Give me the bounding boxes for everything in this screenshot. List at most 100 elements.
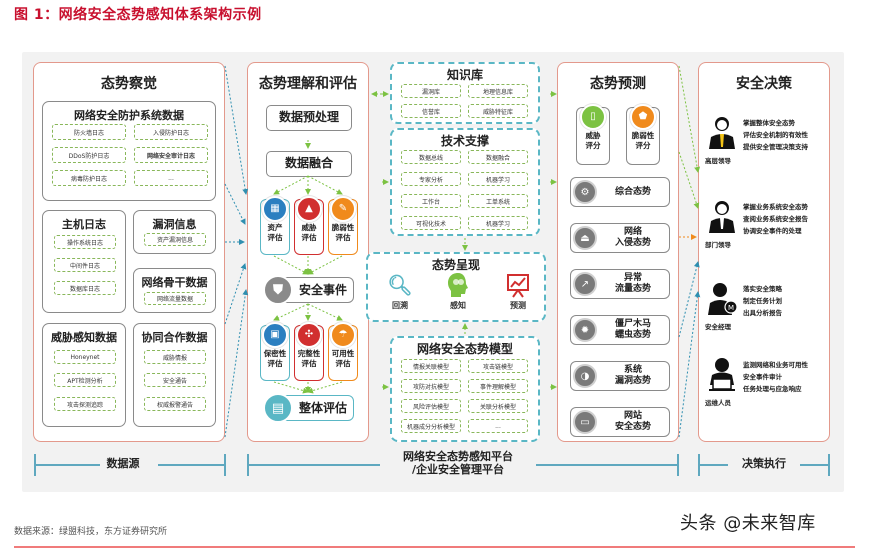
tag: 中间件日志 [54, 258, 116, 272]
role-senior-leader: 高层领导 掌握整体安全态势 评估安全机制的有效性 提供安全管理决策支持 [703, 115, 827, 195]
tag: 网络安全审计日志 [134, 147, 208, 163]
column-title: 态势预测 [590, 76, 646, 92]
label: 评分 [635, 141, 651, 150]
present-retrospect: 🔍︎ 回溯 [380, 272, 420, 311]
architecture-diagram: 态势察觉 网络安全防护系统数据 防火墙日志 入侵防护日志 DDoS防护日志 网络… [22, 52, 844, 492]
network-intrusion-situation: ⏏ 网络入侵态势 [570, 223, 670, 253]
tag: 攻击链模型 [468, 359, 528, 373]
label: 威胁 [585, 131, 601, 140]
role-department-leader: 部门领导 掌握业务系统安全态势 查阅业务系统安全报告 协调安全事件的处理 [703, 199, 827, 279]
tag: 安全通告 [144, 373, 206, 387]
group-title: 漏洞信息 [152, 218, 197, 231]
website-security-situation: ▭ 网站安全态势 [570, 407, 670, 437]
role-name: 部门领导 [705, 241, 731, 249]
availability-assessment: ☂ 可用性 评估 [328, 322, 358, 381]
tag: 信誉库 [401, 104, 461, 118]
tag: 地理信息库 [468, 84, 528, 98]
present-predict: 预测 [498, 272, 538, 311]
tag: 机器成分分析模型 [401, 419, 461, 433]
threat-assessment: ▲ 威胁 评估 [294, 196, 324, 255]
watermark: 头条 @未来智库 [680, 513, 816, 534]
present-perceive: 感知 [438, 272, 478, 311]
botnet-trojan-worm-situation: ✹ 僵尸木马蠕虫态势 [570, 315, 670, 345]
role-security-manager: M 安全经理 落实安全策略 制定任务计划 出具分析报告 [703, 281, 827, 361]
label: 脆弱性 [331, 223, 355, 232]
column-decision: 安全决策 高层领导 掌握整体安全态势 评估安全机制的有效性 提供安全管理决策支持… [698, 62, 830, 442]
section-title: 技术支撑 [440, 134, 489, 148]
tag: 威胁情报 [144, 350, 206, 364]
overall-chart-icon: ▤ [263, 393, 293, 423]
tag: 机器学习 [468, 216, 528, 230]
group-network-protection: 网络安全防护系统数据 防火墙日志 入侵防护日志 DDoS防护日志 网络安全审计日… [42, 101, 216, 201]
group-vulnerability-info: 漏洞信息 资产漏洞信息 [133, 210, 216, 254]
tag: 攻击探测追踪 [54, 397, 116, 411]
vulnerability-assessment: ✎ 脆弱性 评估 [328, 196, 358, 255]
fusion-box: 数据融合 [266, 151, 352, 177]
shield-icon: ⛊ [263, 275, 293, 305]
column-understanding: 态势理解和评估 数据预处理 数据融合 ▦ 资产 评估 ▲ 威胁 评估 ✎ 脆弱性… [247, 62, 369, 442]
umbrella-icon: ☂ [330, 322, 356, 348]
tag: 事件理解模型 [468, 379, 528, 393]
alarm-icon: ⏏ [573, 226, 597, 250]
tag: 病毒防护日志 [52, 170, 126, 186]
bracket-execution [698, 454, 830, 476]
role-name: 运维人员 [705, 399, 731, 407]
tag: 风险评估模型 [401, 399, 461, 413]
tag: 可视化技术 [401, 216, 461, 230]
svg-text:M: M [728, 304, 734, 312]
tag: 数据总线 [401, 150, 461, 164]
group-backbone-data: 网络骨干数据 网络流量数据 [133, 268, 216, 313]
label: 脆弱性 [631, 131, 655, 140]
role-duties: 掌握业务系统安全态势 查阅业务系统安全报告 协调安全事件的处理 [743, 203, 808, 235]
tag: DDoS防护日志 [52, 147, 126, 163]
threat-icon: ▲ [296, 196, 322, 222]
tag: ... [468, 419, 528, 433]
tag: 情报关联模型 [401, 359, 461, 373]
system-vulnerability-situation: ◑ 系统漏洞态势 [570, 361, 670, 391]
integrity-assessment: ✣ 完整性 评估 [294, 322, 324, 381]
label: 回溯 [392, 301, 408, 310]
label: 完整性 [297, 349, 321, 358]
tag: 关联分析模型 [468, 399, 528, 413]
role-operations-staff: 运维人员 监测网络和业务可用性 安全事件审计 任务处理与应急响应 [703, 357, 827, 437]
monitor-icon: ▭ [573, 410, 597, 434]
preprocess-box: 数据预处理 [266, 105, 352, 131]
role-name: 高层领导 [705, 157, 731, 165]
source-note: 数据来源：绿盟科技，东方证券研究所 [14, 527, 168, 537]
figure-title: 图 1：网络安全态势感知体系架构示例 [14, 7, 262, 23]
label: 综合态势 [614, 186, 651, 197]
label: 评分 [585, 141, 601, 150]
tag: ... [134, 170, 208, 186]
confidentiality-assessment: ▣ 保密性 评估 [260, 322, 290, 381]
label: 评估 [301, 233, 317, 242]
situation-presentation: 态势呈现 🔍︎ 回溯 感知 预测 [366, 252, 546, 322]
security-model: 网络安全态势模型 情报关联模型 攻击链模型 攻防对抗模型 事件理解模型 风险评估… [390, 336, 540, 442]
label: 资产 [267, 223, 283, 232]
tag: 机器学习 [468, 172, 528, 186]
group-collaboration-data: 协同合作数据 威胁情报 安全通告 权威报警通告 [133, 323, 216, 427]
section-title: 网络安全态势模型 [416, 342, 513, 356]
group-title: 网络安全防护系统数据 [74, 109, 184, 122]
vulnerability-score: ⬟ 脆弱性 评分 [626, 104, 660, 165]
integrity-icon: ✣ [296, 322, 322, 348]
label: 网络入侵态势 [614, 227, 651, 248]
overall-situation: ⚙ 综合态势 [570, 177, 670, 207]
tag: 攻防对抗模型 [401, 379, 461, 393]
magnifier-icon: 🔍︎ [387, 273, 413, 297]
label: 评估 [335, 359, 351, 368]
group-threat-perception: 威胁感知数据 Honeynet APT检测分析 攻击探测追踪 [42, 323, 126, 427]
security-event-box: ⛊ 安全事件 [263, 275, 354, 305]
knowledge-base: 知识库 漏洞库 地理信息库 信誉库 威胁特征库 [390, 62, 540, 124]
group-title: 主机日志 [62, 218, 106, 231]
tag: 权威报警通告 [144, 397, 206, 411]
role-duties: 掌握整体安全态势 评估安全机制的有效性 提供安全管理决策支持 [743, 119, 808, 151]
overall-assessment-box: ▤ 整体评估 [263, 393, 354, 423]
label: 网站安全态势 [614, 411, 651, 432]
tag: 数据库日志 [54, 281, 116, 295]
tag: 漏洞库 [401, 84, 461, 98]
label: 威胁 [301, 223, 317, 232]
group-host-logs: 主机日志 操作系统日志 中间件日志 数据库日志 [42, 210, 126, 313]
role-duties: 落实安全策略 制定任务计划 出具分析报告 [743, 285, 782, 317]
label: 异常流量态势 [614, 273, 651, 294]
tag: 工单系统 [468, 194, 528, 208]
